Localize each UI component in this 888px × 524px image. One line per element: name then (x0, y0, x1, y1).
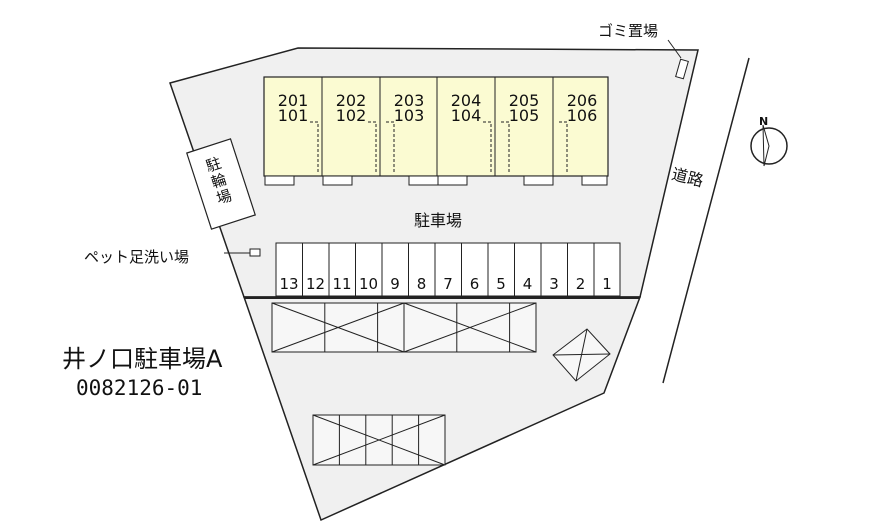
unavailable-block-bottom (312, 414, 446, 466)
stall-number: 1 (602, 275, 612, 293)
apartment-building (263, 76, 609, 186)
property-code: 0082126-01 (76, 376, 203, 400)
stall-number: 8 (416, 275, 427, 293)
stall-number: 10 (358, 275, 379, 293)
pet-wash-area (249, 248, 261, 257)
pet-wash-label: ペット足洗い場 (84, 248, 190, 266)
bike-parking-area (186, 138, 256, 230)
property-name: 井ノ口駐車場A (62, 345, 223, 373)
road-edge (662, 57, 750, 384)
stall-number: 12 (305, 275, 326, 293)
north-label: N (759, 115, 769, 128)
stall-number: 2 (575, 275, 586, 293)
stall-number: 4 (522, 275, 533, 293)
parking-stalls (275, 242, 621, 297)
stall-number: 7 (443, 275, 453, 293)
stall-number: 6 (469, 275, 480, 293)
unavailable-block-rotated (552, 328, 611, 382)
garbage-label: ゴミ置場 (598, 22, 659, 40)
parking-label: 駐車場 (414, 211, 463, 230)
north-arrow-icon (750, 124, 788, 167)
stall-number: 11 (332, 275, 352, 293)
garbage-area (675, 58, 689, 80)
stall-number: 9 (390, 275, 400, 293)
stall-number: 13 (279, 275, 299, 293)
stall-number: 3 (549, 275, 559, 293)
unavailable-block-middle (271, 302, 537, 353)
stall-number: 5 (496, 275, 506, 293)
